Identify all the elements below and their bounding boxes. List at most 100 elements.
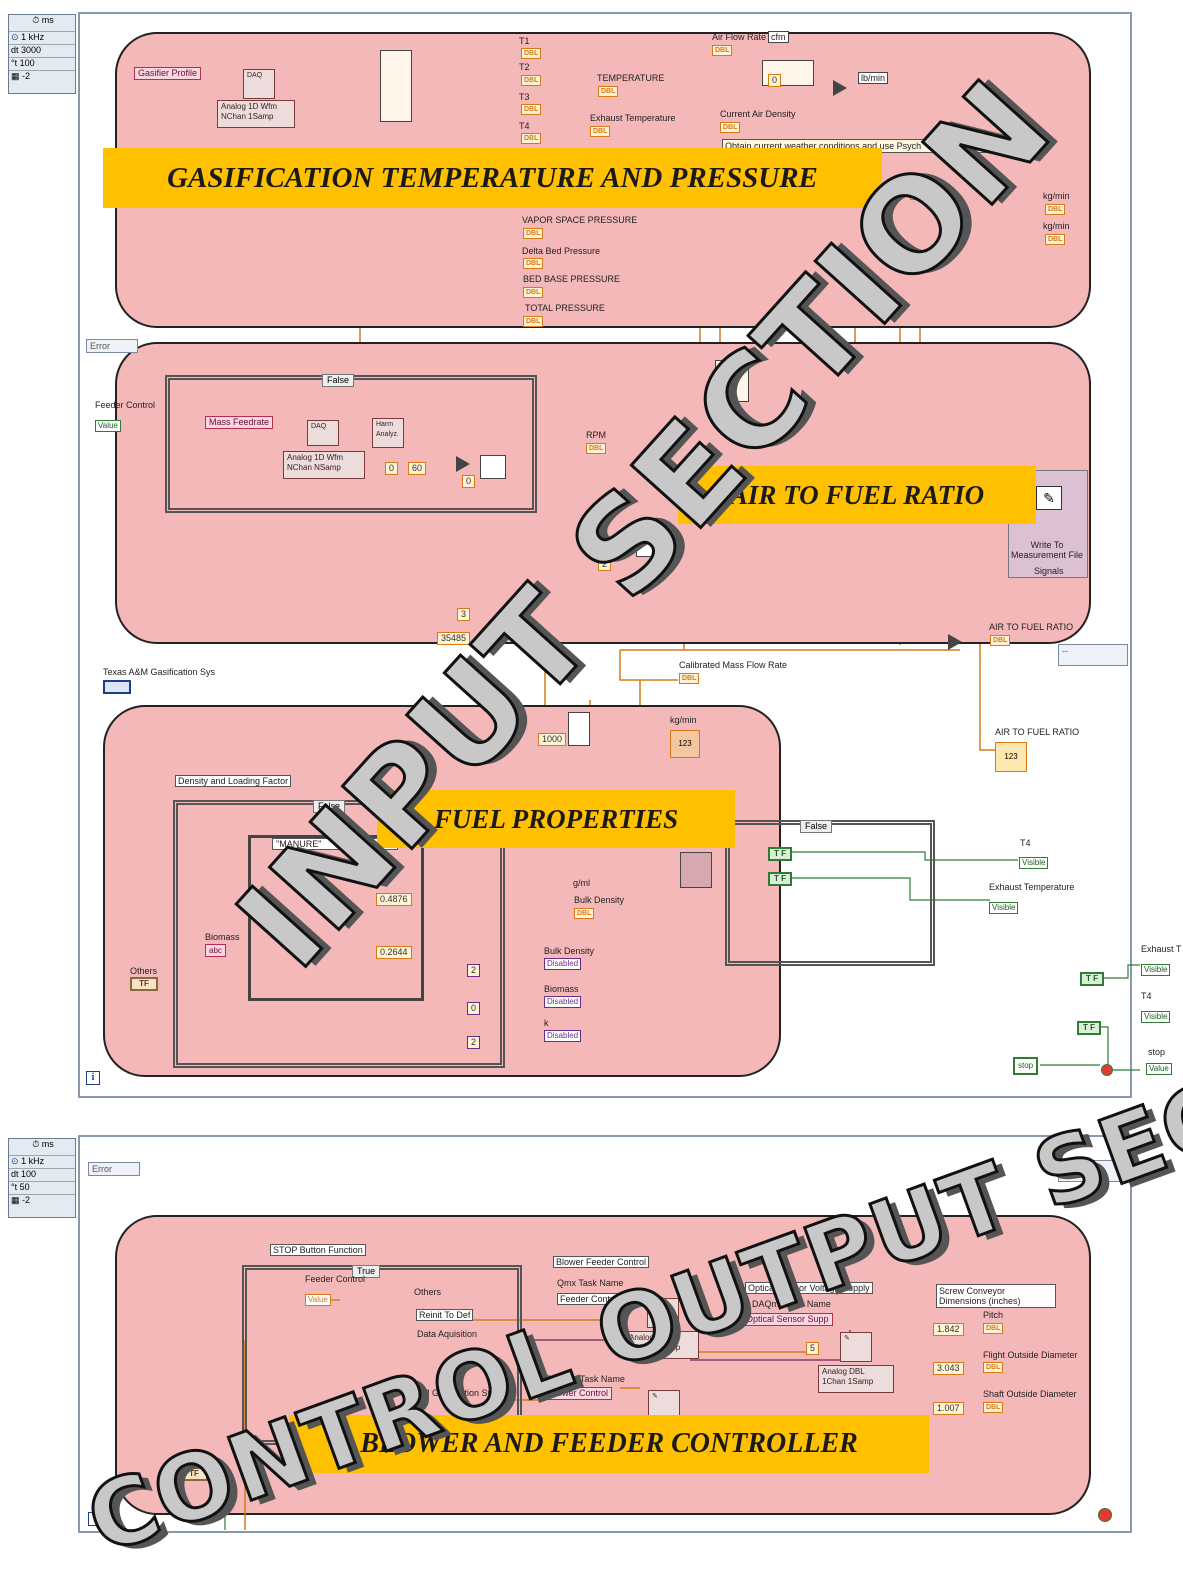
screw-conveyor-label: Screw Conveyor Dimensions (inches) xyxy=(936,1284,1056,1308)
build-array-node xyxy=(480,455,506,479)
stop-button-terminal[interactable]: stop xyxy=(1013,1057,1038,1075)
others-label: Others xyxy=(130,966,157,976)
error-cluster-top[interactable]: Error xyxy=(86,339,138,353)
const-zero[interactable]: 0 xyxy=(385,462,398,475)
write-file-label: Write To Measurement File xyxy=(1010,540,1084,560)
const-5[interactable]: 5 xyxy=(806,1342,819,1355)
loop-iteration-icon: i xyxy=(86,1071,100,1085)
harmonic-analyzer[interactable]: Harm Analyz. xyxy=(372,418,404,448)
const-zero-2[interactable]: 0 xyxy=(462,475,475,488)
biomass-disabled[interactable]: Disabled xyxy=(544,996,581,1008)
air-flow-rate-control[interactable]: DBL xyxy=(712,45,732,56)
stop-button-function-label: STOP Button Function xyxy=(270,1244,366,1256)
vapor-space-pressure-indicator: DBL xyxy=(523,228,543,239)
feeder-case-selector[interactable]: False xyxy=(322,374,354,387)
g-ml-label: g/ml xyxy=(573,878,590,888)
delta-bed-pressure-label: Delta Bed Pressure xyxy=(522,246,600,256)
current-air-density-indicator: DBL xyxy=(720,122,740,133)
k-label: k xyxy=(544,1018,549,1028)
feeder-control-value[interactable]: Value xyxy=(95,420,121,432)
t4-visible-node[interactable]: Visible xyxy=(1019,857,1048,869)
t4-label-b: T4 xyxy=(1141,991,1152,1001)
texas-am-ref[interactable] xyxy=(103,680,131,694)
kg-min-label: kg/min xyxy=(670,715,697,725)
lb-min-unit: lb/min xyxy=(858,72,888,84)
led-image xyxy=(680,852,712,888)
t2-indicator: DBL xyxy=(521,75,541,86)
daq-polymorphic-selector-2[interactable]: Analog 1D Wfm NChan NSamp xyxy=(283,451,365,479)
texas-am-label: Texas A&M Gasification Sys xyxy=(103,667,215,677)
banner-gasification: GASIFICATION TEMPERATURE AND PRESSURE xyxy=(103,148,882,208)
exhaust-temp-visible-node[interactable]: Visible xyxy=(989,902,1018,914)
bed-base-pressure-indicator: DBL xyxy=(523,287,543,298)
visibility-case-selector[interactable]: False xyxy=(800,820,832,833)
total-pressure-label: TOTAL PRESSURE xyxy=(525,303,605,313)
tf-const-2[interactable]: T F xyxy=(768,872,792,886)
bulk-density-label: Bulk Density xyxy=(574,895,624,905)
biomass-string-control[interactable]: abc xyxy=(205,944,226,957)
kg-min-label-2: kg/min xyxy=(1043,221,1070,231)
analog-dbl-selector-2[interactable]: Analog DBL 1Chan 1Samp xyxy=(818,1365,894,1393)
kg-min-indicator-2: DBL xyxy=(1045,234,1065,245)
shaft-od-value[interactable]: 1.007 xyxy=(933,1402,964,1415)
feeder-control-label: Feeder Control xyxy=(95,400,155,410)
mass-feedrate-control[interactable]: Mass Feedrate xyxy=(205,416,273,429)
t3-indicator: DBL xyxy=(521,104,541,115)
tf-const-4[interactable]: T F xyxy=(1077,1021,1101,1035)
delta-bed-pressure-indicator: DBL xyxy=(523,258,543,269)
air-flow-rate-label: Air Flow Rate xyxy=(712,32,766,42)
kg-min-indicator-1: DBL xyxy=(1045,204,1065,215)
exhaust-t-label: Exhaust T xyxy=(1141,944,1181,954)
air-fuel-ratio-label-2: AIR TO FUEL RATIO xyxy=(995,727,1079,737)
current-air-density-label: Current Air Density xyxy=(720,109,796,119)
daq-polymorphic-selector[interactable]: Analog 1D Wfm NChan 1Samp xyxy=(217,100,295,128)
tf-const-1[interactable]: T F xyxy=(768,847,792,861)
enum-2-a[interactable]: 2 xyxy=(467,964,480,977)
rpm-label: RPM xyxy=(586,430,606,440)
air-fuel-ratio-gauge: 123 xyxy=(995,742,1027,772)
pitch-label: Pitch xyxy=(983,1310,1003,1320)
enum-0[interactable]: 0 xyxy=(467,1002,480,1015)
pitch-indicator: DBL xyxy=(983,1323,1003,1334)
const-sixty[interactable]: 60 xyxy=(408,462,426,475)
blower-feeder-ctrl-label: Blower Feeder Control xyxy=(553,1256,649,1268)
flight-od-indicator: DBL xyxy=(983,1362,1003,1373)
pencil-icon: ✎ xyxy=(1036,486,1062,510)
exhaust-temperature-indicator: DBL xyxy=(590,126,610,137)
gasifier-profile-control[interactable]: Gasifier Profile xyxy=(134,67,201,80)
daqmx-write-icon-2[interactable]: ✎ xyxy=(840,1332,872,1362)
t3-label: T3 xyxy=(519,92,530,102)
flight-od-label: Flight Outside Diameter xyxy=(983,1350,1078,1360)
feeder-control-label-b: Feeder Control xyxy=(305,1274,365,1284)
kg-min-label-1: kg/min xyxy=(1043,191,1070,201)
bulk-density-indicator: DBL xyxy=(574,908,594,919)
flight-od-value[interactable]: 3.043 xyxy=(933,1362,964,1375)
air-fuel-ratio-label: AIR TO FUEL RATIO xyxy=(989,622,1073,632)
daqmx-read-icon-2[interactable]: DAQ xyxy=(307,420,339,446)
stop-label: stop xyxy=(1148,1047,1165,1057)
others-bool-control[interactable]: TF xyxy=(130,977,158,991)
error-cluster-right[interactable]: -- xyxy=(1058,644,1128,666)
t1-label: T1 xyxy=(519,36,530,46)
t4-visible-b[interactable]: Visible xyxy=(1141,1011,1170,1023)
tf-const-3[interactable]: T F xyxy=(1080,972,1104,986)
daqmx-read-icon[interactable]: DAQ xyxy=(243,69,275,99)
shaft-od-label: Shaft Outside Diameter xyxy=(983,1389,1077,1399)
calibrated-mass-flow-indicator: DBL xyxy=(679,673,699,684)
stop-value-node[interactable]: Value xyxy=(1146,1063,1172,1075)
bulk-density-disabled[interactable]: Disabled xyxy=(544,958,581,970)
loop-condition-icon-2 xyxy=(1098,1508,1112,1522)
exhaust-temperature-label: Exhaust Temperature xyxy=(590,113,675,123)
calibrated-mass-flow-label: Calibrated Mass Flow Rate xyxy=(679,660,787,670)
value-0-2644[interactable]: 0.2644 xyxy=(376,946,412,959)
enum-2-b[interactable]: 2 xyxy=(467,1036,480,1049)
k-disabled[interactable]: Disabled xyxy=(544,1030,581,1042)
temperature-label: TEMPERATURE xyxy=(597,73,664,83)
pitch-value[interactable]: 1.842 xyxy=(933,1323,964,1336)
feeder-control-value-b[interactable]: Value xyxy=(305,1294,331,1306)
air-fuel-ratio-indicator: DBL xyxy=(990,635,1010,646)
exhaust-t-visible[interactable]: Visible xyxy=(1141,964,1170,976)
t4-label: T4 xyxy=(519,121,530,131)
vapor-space-pressure-label: VAPOR SPACE PRESSURE xyxy=(522,215,637,225)
air-zero-constant[interactable]: 0 xyxy=(768,74,781,87)
